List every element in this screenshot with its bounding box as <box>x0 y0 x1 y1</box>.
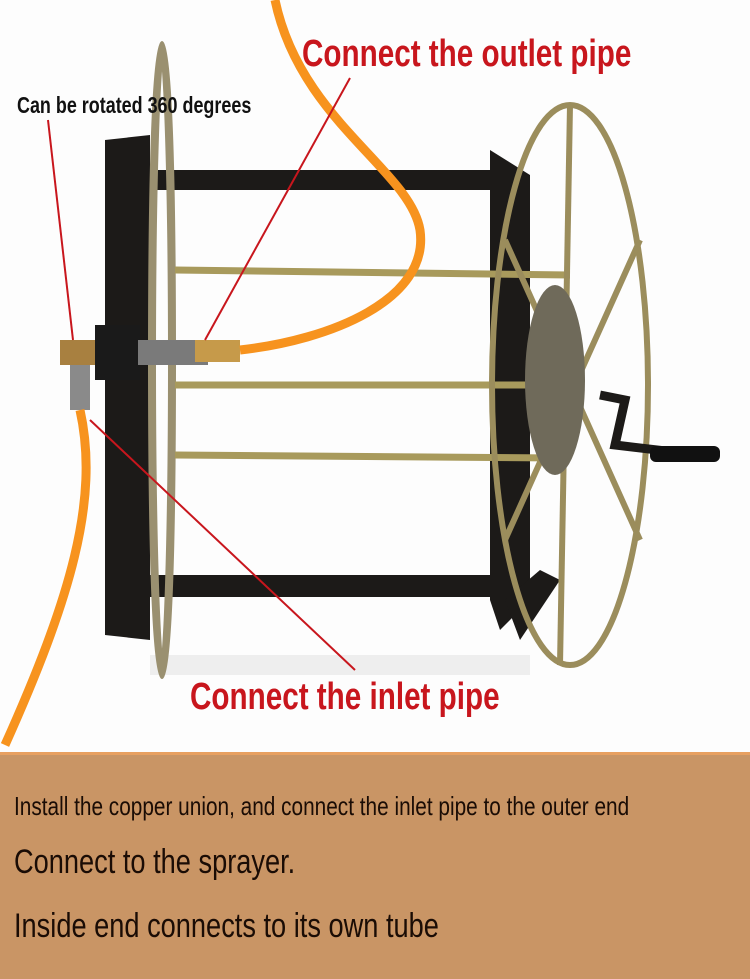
inlet-hose <box>0 409 91 747</box>
outlet-fitting <box>195 340 240 362</box>
callout-inlet-pipe: Connect the inlet pipe <box>190 676 500 718</box>
outlet-hose <box>239 0 426 355</box>
instructions-band: Install the copper union, and connect th… <box>0 752 750 979</box>
hub-plate <box>525 285 585 475</box>
instruction-line: Install the copper union, and connect th… <box>14 791 630 821</box>
hose-reel-photo: Connect the outlet pipe Can be rotated 3… <box>0 0 720 747</box>
crank-grip <box>650 446 720 462</box>
instruction-line: Connect to the sprayer. <box>14 843 296 881</box>
hose-reel-illustration <box>0 0 720 747</box>
copper-union <box>60 340 95 365</box>
swivel-bracket <box>95 325 140 380</box>
instruction-line: Inside end connects to its own tube <box>14 907 439 945</box>
callout-outlet-pipe: Connect the outlet pipe <box>302 33 632 75</box>
swivel-fitting <box>70 365 90 410</box>
callout-arrows <box>47 77 356 671</box>
shadow <box>150 655 530 675</box>
callout-rotation: Can be rotated 360 degrees <box>17 92 252 118</box>
